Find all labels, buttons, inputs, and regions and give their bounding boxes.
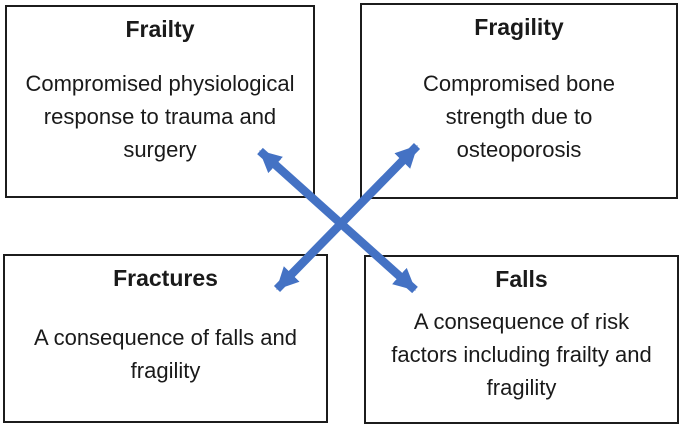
box-fractures: Fractures A consequence of falls and fra… bbox=[3, 254, 328, 423]
box-falls: Falls A consequence of risk factors incl… bbox=[364, 255, 679, 424]
box-fragility-title: Fragility bbox=[474, 14, 564, 40]
box-fractures-body-wrap: A consequence of falls and fragility bbox=[13, 293, 318, 415]
box-fragility: Fragility Compromised bone strength due … bbox=[360, 3, 678, 199]
box-frailty: Frailty Compromised physiological respon… bbox=[5, 5, 315, 198]
box-falls-body-wrap: A consequence of risk factors including … bbox=[374, 294, 669, 416]
box-frailty-title: Frailty bbox=[125, 16, 195, 42]
box-frailty-body-wrap: Compromised physiological response to tr… bbox=[15, 44, 305, 190]
box-frailty-body: Compromised physiological response to tr… bbox=[25, 71, 295, 163]
box-fractures-body: A consequence of falls and fragility bbox=[34, 324, 297, 383]
box-fragility-body: Compromised bone strength due to osteopo… bbox=[423, 70, 615, 162]
box-falls-body: A consequence of risk factors including … bbox=[391, 309, 652, 401]
box-fragility-body-wrap: Compromised bone strength due to osteopo… bbox=[370, 42, 668, 191]
box-falls-title: Falls bbox=[495, 266, 548, 292]
box-fractures-title: Fractures bbox=[113, 265, 218, 291]
